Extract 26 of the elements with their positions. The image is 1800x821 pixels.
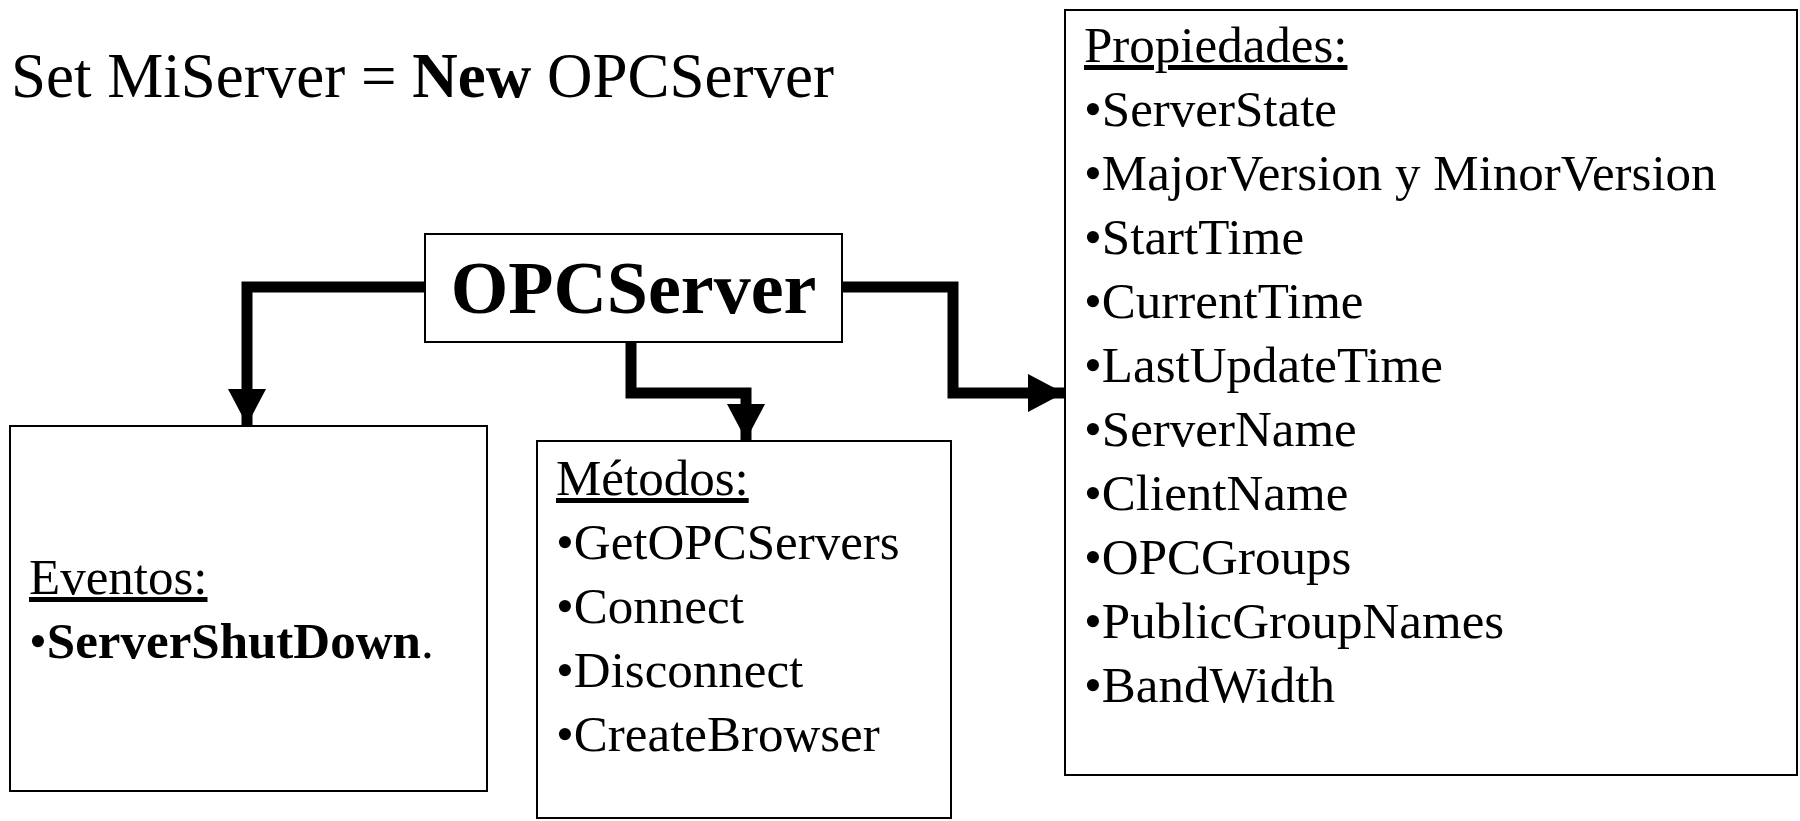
list-item: •StartTime xyxy=(1084,208,1304,267)
class-box xyxy=(424,233,843,343)
list-item: •ServerName xyxy=(1084,400,1357,459)
arrow xyxy=(228,281,424,425)
member-list-box xyxy=(536,440,952,819)
list-item: •PublicGroupNames xyxy=(1084,592,1505,651)
list-item: •ServerState xyxy=(1084,80,1337,139)
title: Set MiServer = New OPCServer xyxy=(11,42,834,112)
list-item: •OPCGroups xyxy=(1084,528,1352,587)
member-list-box xyxy=(1064,9,1798,776)
list-item: •CreateBrowser xyxy=(556,705,880,764)
class-name: OPCServer xyxy=(450,251,817,325)
arrow xyxy=(843,281,1064,412)
list-item: •BandWidth xyxy=(1084,656,1335,715)
section-heading: Propiedades: xyxy=(1084,16,1348,75)
list-item: •CurrentTime xyxy=(1084,272,1364,331)
list-item: •GetOPCServers xyxy=(556,513,900,572)
list-item: •LastUpdateTime xyxy=(1084,336,1443,395)
list-item: •MajorVersion y MinorVersion xyxy=(1084,144,1717,203)
list-item: •ServerShutDown. xyxy=(29,611,434,671)
list-item: •ClientName xyxy=(1084,464,1349,523)
section-heading: Eventos: xyxy=(29,547,208,607)
list-item: •Connect xyxy=(556,577,744,636)
section-heading: Métodos: xyxy=(556,449,749,508)
member-list-box xyxy=(9,425,488,792)
list-item: •Disconnect xyxy=(556,641,804,700)
